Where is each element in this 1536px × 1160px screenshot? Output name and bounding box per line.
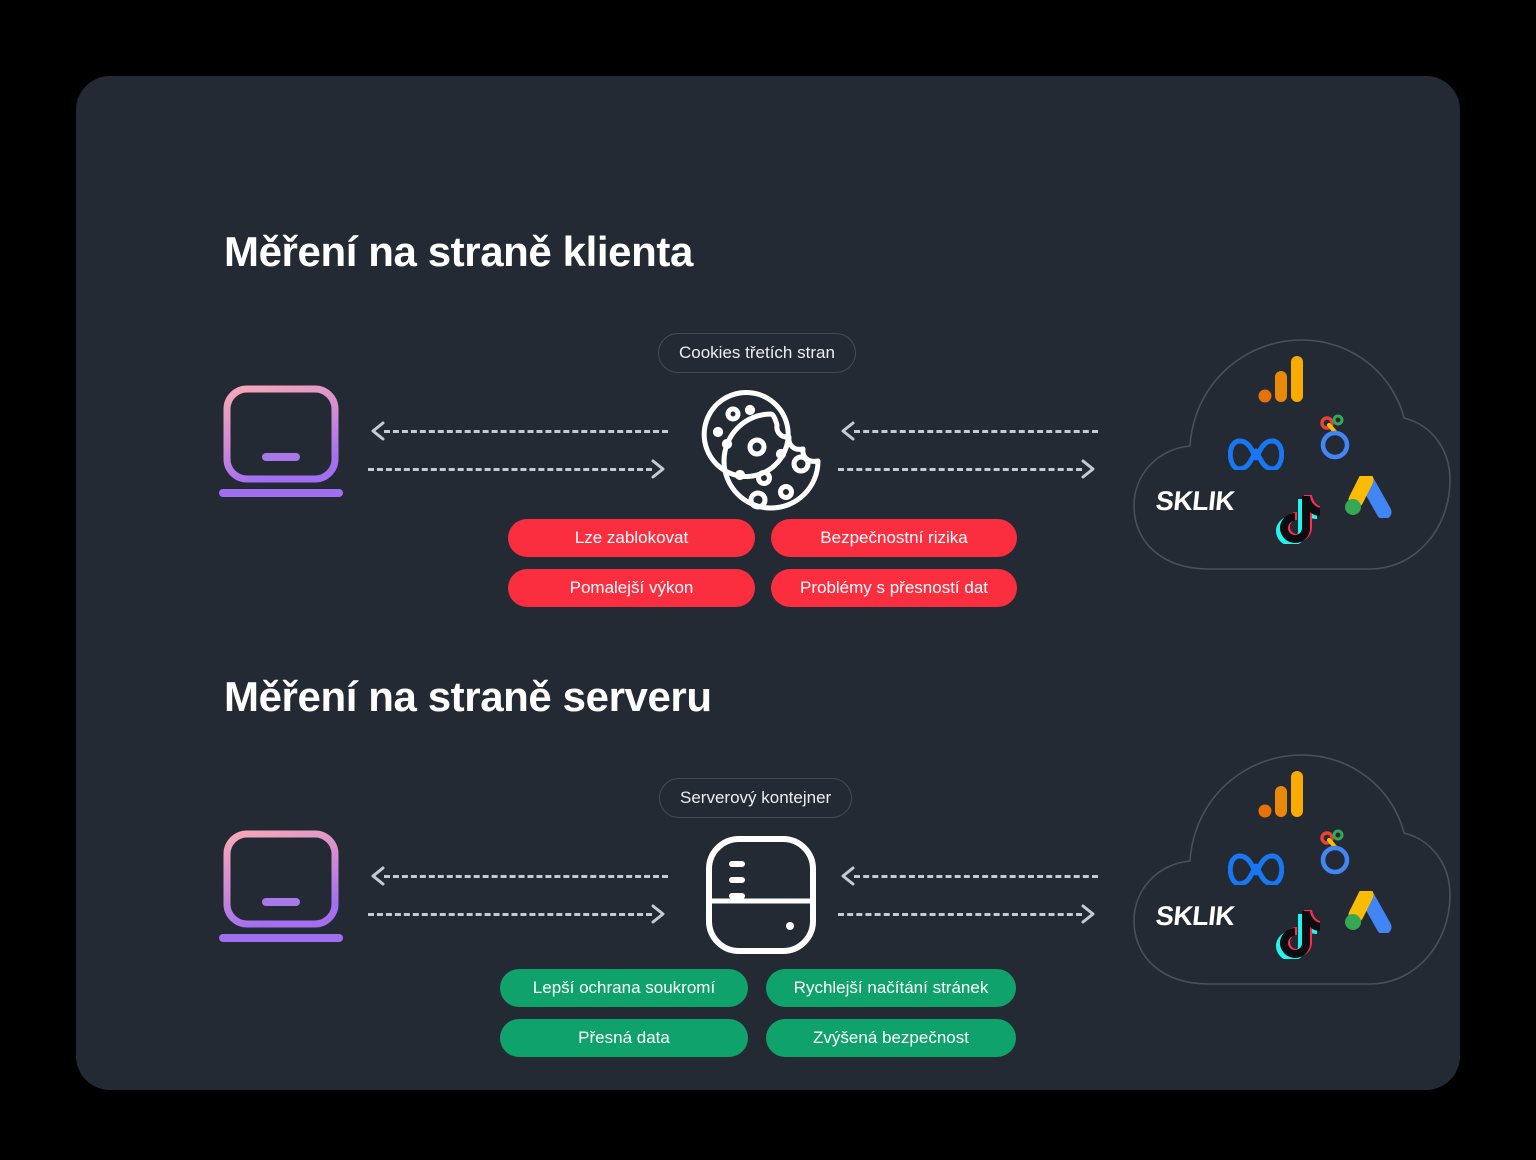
laptop-icon: [216, 824, 346, 954]
arrow-right-client-bottom: [838, 458, 1098, 480]
google-analytics-icon: [1256, 769, 1306, 819]
laptop-icon: [216, 379, 346, 509]
meta-icon: [1227, 851, 1285, 887]
arrow-left-client-top: [368, 420, 668, 442]
badge-cookies: Cookies třetích stran: [658, 333, 856, 373]
pill-lepsi-ochrana-soukromi: Lepší ochrana soukromí: [500, 969, 748, 1007]
google-analytics-icon: [1256, 354, 1306, 404]
google-ads-icon: [1344, 887, 1396, 935]
server-icon: [704, 834, 818, 956]
arrow-right-server-top: [368, 903, 668, 925]
arrow-left-server-top: [368, 865, 668, 887]
arrow-right-client-top: [368, 458, 668, 480]
google-ads-icon: [1344, 472, 1396, 520]
arrow-left-client-bottom: [838, 420, 1098, 442]
diagram-card: Měření na straně klienta Cookies třetích…: [76, 76, 1460, 1090]
pill-presna-data: Přesná data: [500, 1019, 748, 1057]
cookies-icon: [688, 376, 834, 516]
page-title-client: Měření na straně klienta: [224, 228, 693, 275]
sklik-logo: SKLIK: [1154, 486, 1261, 516]
pill-lze-zablokovat: Lze zablokovat: [508, 519, 755, 557]
cloud-platforms-client: SKLIK: [1116, 326, 1456, 576]
pill-pomalejsi-vykon: Pomalejší výkon: [508, 569, 755, 607]
pill-rychlejsi-nacitani-stranek: Rychlejší načítání stránek: [766, 969, 1016, 1007]
pill-problemy-s-presnosti-dat: Problémy s přesností dat: [771, 569, 1017, 607]
badge-server-container: Serverový kontejner: [659, 778, 853, 818]
sklik-wordmark: SKLIK: [1154, 901, 1237, 931]
pill-zvysena-bezpecnost: Zvýšená bezpečnost: [766, 1019, 1016, 1057]
meta-icon: [1227, 436, 1285, 472]
tiktok-icon: [1274, 494, 1323, 546]
google-tag-manager-icon: [1316, 414, 1354, 462]
page-title-server: Měření na straně serveru: [224, 673, 712, 720]
sklik-wordmark: SKLIK: [1154, 486, 1237, 516]
pill-bezpecnostni-rizika: Bezpečnostní rizika: [771, 519, 1017, 557]
cloud-platforms-server: SKLIK: [1116, 741, 1456, 991]
tiktok-icon: [1274, 909, 1323, 961]
google-tag-manager-icon: [1316, 829, 1354, 877]
sklik-logo: SKLIK: [1154, 901, 1261, 931]
arrow-left-server-bottom: [838, 865, 1098, 887]
arrow-right-server-bottom: [838, 903, 1098, 925]
